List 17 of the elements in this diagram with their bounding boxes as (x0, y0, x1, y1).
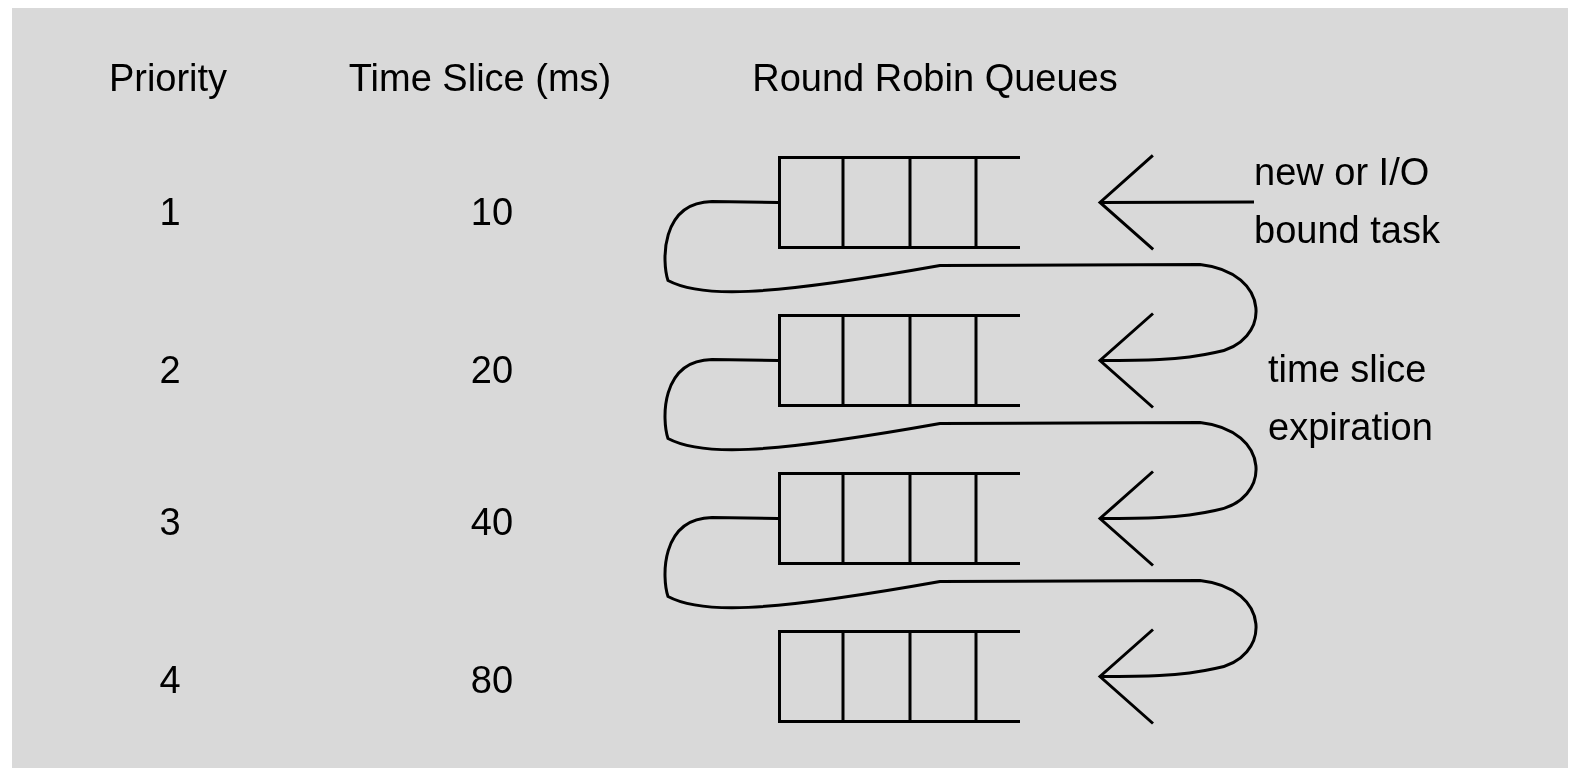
node-text: new or I/O bound task (1254, 150, 1441, 253)
table-value: 2 (159, 348, 181, 393)
arrow (1098, 153, 1254, 251)
column-header: Time Slice (ms) (348, 56, 612, 101)
table-value: 20 (470, 348, 514, 393)
table-value: 40 (470, 500, 514, 545)
table-value: 10 (470, 190, 514, 235)
arrow (663, 358, 1258, 567)
table-value: 4 (159, 658, 181, 703)
column-header: Priority (108, 56, 228, 101)
table-value: 1 (159, 190, 181, 235)
arrow (663, 516, 1258, 725)
table-value: 3 (159, 500, 181, 545)
table-value: 80 (470, 658, 514, 703)
column-header: Round Robin Queues (752, 56, 1118, 101)
label-text: time slice expiration (1268, 347, 1434, 450)
arrow (663, 200, 1258, 409)
